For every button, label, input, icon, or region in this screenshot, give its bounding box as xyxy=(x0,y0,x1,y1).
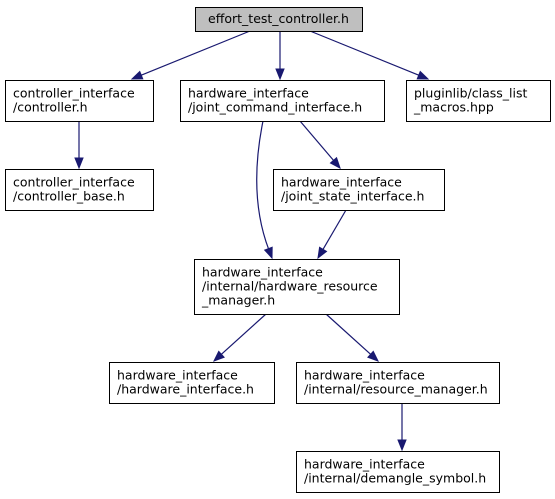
edge-line xyxy=(256,120,270,250)
node-resource_manager[interactable]: hardware_interface/internal/resource_man… xyxy=(296,362,500,404)
edge-arrowhead xyxy=(397,439,407,452)
node-effort_test_controller[interactable]: effort_test_controller.h xyxy=(195,7,363,32)
edge-arrowhead xyxy=(317,246,328,260)
node-box xyxy=(296,451,500,493)
node-controller[interactable]: controller_interface/controller.h xyxy=(5,80,154,122)
node-label-line: controller_interface xyxy=(13,86,135,101)
node-hardware_resource_manager[interactable]: hardware_interface/internal/hardware_res… xyxy=(194,259,400,315)
node-controller_base[interactable]: controller_interface/controller_base.h xyxy=(5,169,154,211)
node-label-line: controller_interface xyxy=(13,175,135,190)
edge-arrowhead xyxy=(263,246,273,260)
edge-hardware_resource_manager-to-hardware_interface_h xyxy=(213,313,267,362)
node-hardware_interface_h[interactable]: hardware_interface/hardware_interface.h xyxy=(109,362,275,404)
edge-line xyxy=(322,209,347,251)
node-box xyxy=(296,362,500,404)
node-label-line: pluginlib/class_list xyxy=(414,86,527,101)
node-label-line: /internal/demangle_symbol.h xyxy=(304,471,486,486)
node-label-line: hardware_interface xyxy=(304,368,425,383)
node-label-line: _macros.hpp xyxy=(413,100,494,115)
edge-arrowhead xyxy=(416,70,430,80)
node-box xyxy=(273,169,445,211)
edge-effort_test_controller-to-joint_command_interface xyxy=(275,31,285,81)
edge-joint_command_interface-to-joint_state_interface xyxy=(299,120,341,170)
node-box xyxy=(195,7,363,32)
edge-joint_state_interface-to-hardware_resource_manager xyxy=(317,209,347,260)
node-joint_command_interface[interactable]: hardware_interface/joint_command_interfa… xyxy=(180,80,385,122)
node-label-line: /hardware_interface.h xyxy=(117,382,254,397)
node-demangle_symbol[interactable]: hardware_interface/internal/demangle_sym… xyxy=(296,451,500,493)
edge-arrowhead xyxy=(213,350,225,362)
node-label-line: /joint_state_interface.h xyxy=(281,189,424,204)
edge-effort_test_controller-to-class_list_macros xyxy=(309,30,430,80)
edge-line xyxy=(299,120,335,162)
edge-line xyxy=(220,313,267,356)
node-box xyxy=(194,259,400,315)
edge-hardware_resource_manager-to-resource_manager xyxy=(325,313,379,362)
node-class_list_macros[interactable]: pluginlib/class_list_macros.hpp xyxy=(406,80,551,122)
node-box xyxy=(5,169,154,211)
node-label-line: _manager.h xyxy=(201,293,275,308)
node-joint_state_interface[interactable]: hardware_interface/joint_state_interface… xyxy=(273,169,445,211)
node-label-line: hardware_interface xyxy=(304,457,425,472)
edge-joint_command_interface-to-hardware_resource_manager xyxy=(256,120,273,260)
edge-line xyxy=(325,313,372,356)
node-label-line: /controller.h xyxy=(13,100,88,115)
edge-line xyxy=(309,30,420,77)
edge-controller-to-controller_base xyxy=(74,121,84,170)
edge-effort_test_controller-to-controller xyxy=(130,30,251,80)
node-label-line: /controller_base.h xyxy=(13,189,125,204)
node-label-line: /internal/hardware_resource xyxy=(202,279,378,294)
edge-arrowhead xyxy=(329,156,341,170)
node-label-line: hardware_interface xyxy=(117,368,238,383)
edge-arrowhead xyxy=(130,70,144,80)
node-box xyxy=(406,80,551,122)
node-box xyxy=(109,362,275,404)
node-label-line: /joint_command_interface.h xyxy=(188,100,362,115)
edge-arrowhead xyxy=(275,68,285,81)
node-label-line: hardware_interface xyxy=(281,175,402,190)
nodes-layer: effort_test_controller.h controller_inter… xyxy=(5,7,551,493)
node-label-line: effort_test_controller.h xyxy=(208,11,349,26)
node-label-line: /internal/resource_manager.h xyxy=(304,382,488,397)
edge-arrowhead xyxy=(367,350,379,362)
node-label-line: hardware_interface xyxy=(188,86,309,101)
edges-layer xyxy=(74,30,430,452)
node-box xyxy=(180,80,385,122)
edge-line xyxy=(140,30,251,77)
node-label-line: hardware_interface xyxy=(202,265,323,280)
edge-resource_manager-to-demangle_symbol xyxy=(397,403,407,452)
node-box xyxy=(5,80,154,122)
edge-arrowhead xyxy=(74,157,84,170)
